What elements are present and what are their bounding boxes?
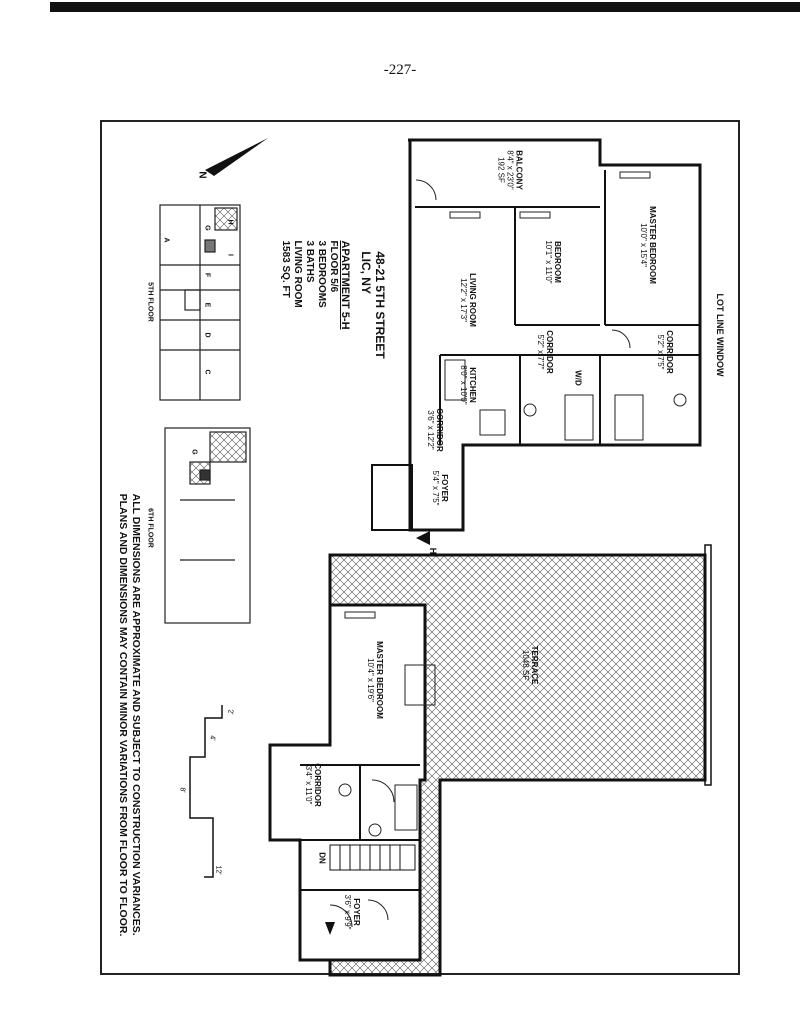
- keyplan5-unit-h: H: [226, 219, 234, 225]
- address-line2: LIC, NY: [359, 251, 373, 294]
- room-living-room: LIVING ROOM 12'2" x 17'3": [459, 273, 477, 327]
- room-wd: W/D: [573, 370, 583, 386]
- entry-arrow-icon: [416, 531, 430, 545]
- address-line1: 48-21 5TH STREET: [373, 251, 387, 359]
- floor6-apartment-walls: [268, 603, 427, 962]
- floor6-fixtures: [329, 611, 436, 928]
- apartment-detail-sqft: 1583 SQ. FT: [280, 240, 291, 298]
- apartment-info: APARTMENT 5-H FLOOR 5/6 3 BEDROOMS 3 BAT…: [279, 240, 351, 329]
- room-master-bedroom-6-dim: 10'4" x 19'6": [366, 658, 375, 702]
- apartment-detail-living: LIVING ROOM: [292, 240, 303, 308]
- apartment-name: APARTMENT 5-H: [339, 240, 351, 330]
- keyplan5-unit-f: F: [203, 272, 211, 278]
- room-corridor-c: CORRIDOR 3'6" x 12'2": [426, 408, 444, 452]
- room-balcony-area: 192 SF: [496, 157, 506, 183]
- unit-marker-h: H: [428, 547, 438, 555]
- page-number: -227-: [383, 62, 417, 78]
- keyplan5-unit-a: A: [162, 237, 170, 243]
- room-living-room-name: LIVING ROOM: [468, 273, 477, 327]
- room-terrace-area: 1048 SF: [521, 649, 530, 681]
- scale-bar: [189, 705, 223, 878]
- room-kitchen: KITCHEN 8'0" x 10'0": [459, 365, 477, 404]
- room-living-room-dim: 12'2" x 17'3": [459, 278, 468, 322]
- top-border-bar: [50, 2, 800, 12]
- floor5-apartment-walls: [371, 138, 702, 532]
- room-balcony: BALCONY 8'4" x 23'0" 192 SF: [497, 150, 524, 190]
- room-terrace-name: TERRACE: [530, 645, 539, 685]
- scale-tick-12: 12': [214, 865, 222, 875]
- floor5-caption: 5TH FLOOR: [146, 282, 154, 322]
- room-corridor-b: CORRIDOR 5'2" x 7'5": [656, 330, 674, 374]
- floor6-keyplan: [164, 427, 251, 624]
- room-master-bedroom-5-name: MASTER BEDROOM: [648, 206, 657, 284]
- room-master-bedroom-5: MASTER BEDROOM 10'0" x 15'4": [639, 206, 657, 284]
- apartment-detail-bedrooms: 3 BEDROOMS: [316, 240, 327, 308]
- room-balcony-dim: 8'4" x 23'0": [505, 150, 515, 190]
- stair-down-label: DN: [317, 852, 327, 864]
- disclaimer-line2: PLANS AND DIMENSIONS MAY CONTAIN MINOR V…: [117, 493, 129, 937]
- scale-tick-2: 2': [226, 709, 234, 715]
- room-corridor-c-dim: 3'6" x 12'2": [426, 410, 435, 450]
- room-corridor-d-name: CORRIDOR: [313, 763, 322, 807]
- keyplan5-unit-e: E: [203, 302, 211, 308]
- room-foyer-5-dim: 5'4" x 7'5": [431, 470, 440, 506]
- room-corridor-a: CORRIDOR 5'2" x 7'7": [536, 330, 554, 374]
- keyplan5-unit-i: I: [226, 254, 234, 256]
- scale-tick-4: 4': [208, 735, 216, 741]
- room-corridor-d: CORRIDOR 3'4" x 11'0": [304, 763, 322, 807]
- disclaimer: ALL DIMENSIONS ARE APPROXIMATE AND SUBJE…: [116, 494, 142, 937]
- room-bedroom-dim: 10'1" x 11'0": [544, 240, 553, 284]
- floor5-fixtures: [415, 171, 687, 441]
- room-terrace: TERRACE 1048 SF: [521, 646, 539, 685]
- floor6-caption: 6TH FLOOR: [146, 508, 154, 548]
- keyplan5-unit-c: C: [203, 369, 211, 375]
- room-kitchen-name: KITCHEN: [468, 367, 477, 403]
- room-corridor-b-dim: 5'2" x 7'5": [656, 334, 665, 370]
- room-bedroom: BEDROOM 10'1" x 11'0": [544, 240, 562, 283]
- room-master-bedroom-5-dim: 10'0" x 15'4": [639, 223, 648, 267]
- room-master-bedroom-6: MASTER BEDROOM 10'4" x 19'6": [366, 641, 384, 719]
- keyplan5-unit-d: D: [203, 332, 211, 338]
- north-arrow-icon: [205, 138, 268, 176]
- lot-line-window-label: LOT LINE WINDOW: [715, 293, 725, 377]
- room-balcony-name: BALCONY: [514, 150, 524, 190]
- room-foyer-6-name: FOYER: [352, 898, 361, 926]
- address-block: 48-21 5TH STREET LIC, NY: [359, 251, 387, 358]
- room-corridor-b-name: CORRIDOR: [665, 330, 674, 374]
- room-master-bedroom-6-name: MASTER BEDROOM: [375, 641, 384, 719]
- room-foyer-6: FOYER 3'6" x 9'9": [343, 895, 361, 930]
- room-corridor-a-dim: 5'2" x 7'7": [536, 334, 545, 370]
- apartment-detail-baths: 3 BATHS: [304, 240, 315, 283]
- floor5-keyplan: [159, 204, 241, 401]
- keyplan6-unit-g: G: [190, 449, 198, 455]
- room-kitchen-dim: 8'0" x 10'0": [459, 365, 468, 405]
- apartment-detail-floor: FLOOR 5/6: [328, 240, 339, 293]
- room-corridor-d-dim: 3'4" x 11'0": [304, 765, 313, 805]
- entry-arrow-icon-6th: [325, 922, 335, 935]
- room-foyer-6-dim: 3'6" x 9'9": [343, 894, 352, 930]
- room-corridor-a-name: CORRIDOR: [545, 330, 554, 374]
- north-label: N: [196, 171, 208, 179]
- room-foyer-5: FOYER 5'4" x 7'5": [431, 471, 449, 506]
- room-corridor-c-name: CORRIDOR: [435, 408, 444, 452]
- stair: [329, 844, 416, 871]
- scale-tick-8: 8': [178, 787, 186, 793]
- room-foyer-5-name: FOYER: [440, 474, 449, 502]
- disclaimer-line1: ALL DIMENSIONS ARE APPROXIMATE AND SUBJE…: [130, 493, 142, 936]
- room-bedroom-name: BEDROOM: [553, 241, 562, 283]
- keyplan5-unit-g: G: [203, 225, 211, 231]
